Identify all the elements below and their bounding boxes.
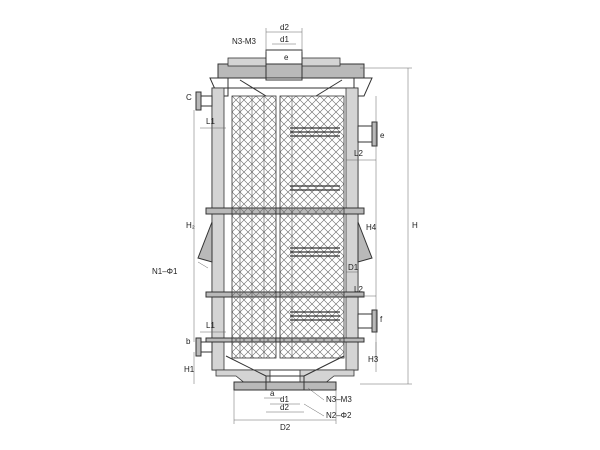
label-n3m3-top: N3-M3 (232, 37, 257, 46)
packing-bed (231, 95, 345, 359)
label-h4: H4 (366, 223, 377, 232)
label-f: f (380, 315, 383, 324)
label-e-right: e (380, 131, 385, 140)
label-d1-bottom: d1 (280, 395, 289, 404)
label-h-left: H₂ (186, 221, 195, 230)
label-d1-right: D1 (348, 263, 359, 272)
label-d1-top: d1 (280, 35, 289, 44)
vessel-shell (205, 87, 365, 371)
label-e-top: e (284, 53, 289, 62)
label-a: a (270, 389, 275, 398)
label-l2-bottom: L2 (354, 285, 363, 294)
label-d2-bottom: d2 (280, 403, 289, 412)
label-h3: H3 (368, 355, 379, 364)
label-l2-top: L2 (354, 149, 363, 158)
label-d2-top: d2 (280, 23, 289, 32)
label-n2: N2–Φ2 (326, 411, 352, 420)
label-c: C (186, 93, 192, 102)
label-l1-bottom: L1 (206, 321, 215, 330)
side-nozzles (195, 91, 378, 357)
label-l1-top: L1 (206, 117, 215, 126)
dimension-lines (193, 28, 412, 424)
bottom-nozzle (215, 355, 355, 391)
label-h: H (412, 221, 418, 230)
label-b: b (186, 337, 191, 346)
labels: N3-M3 d2 d1 e C L1 e L2 H₂ H4 H N1–Φ1 D1… (152, 23, 418, 432)
label-n1: N1–Φ1 (152, 267, 178, 276)
label-D2: D2 (280, 423, 291, 432)
label-n3m3-bottom: N3–M3 (326, 395, 352, 404)
side-supports (197, 221, 373, 263)
label-h1: H1 (184, 365, 195, 374)
